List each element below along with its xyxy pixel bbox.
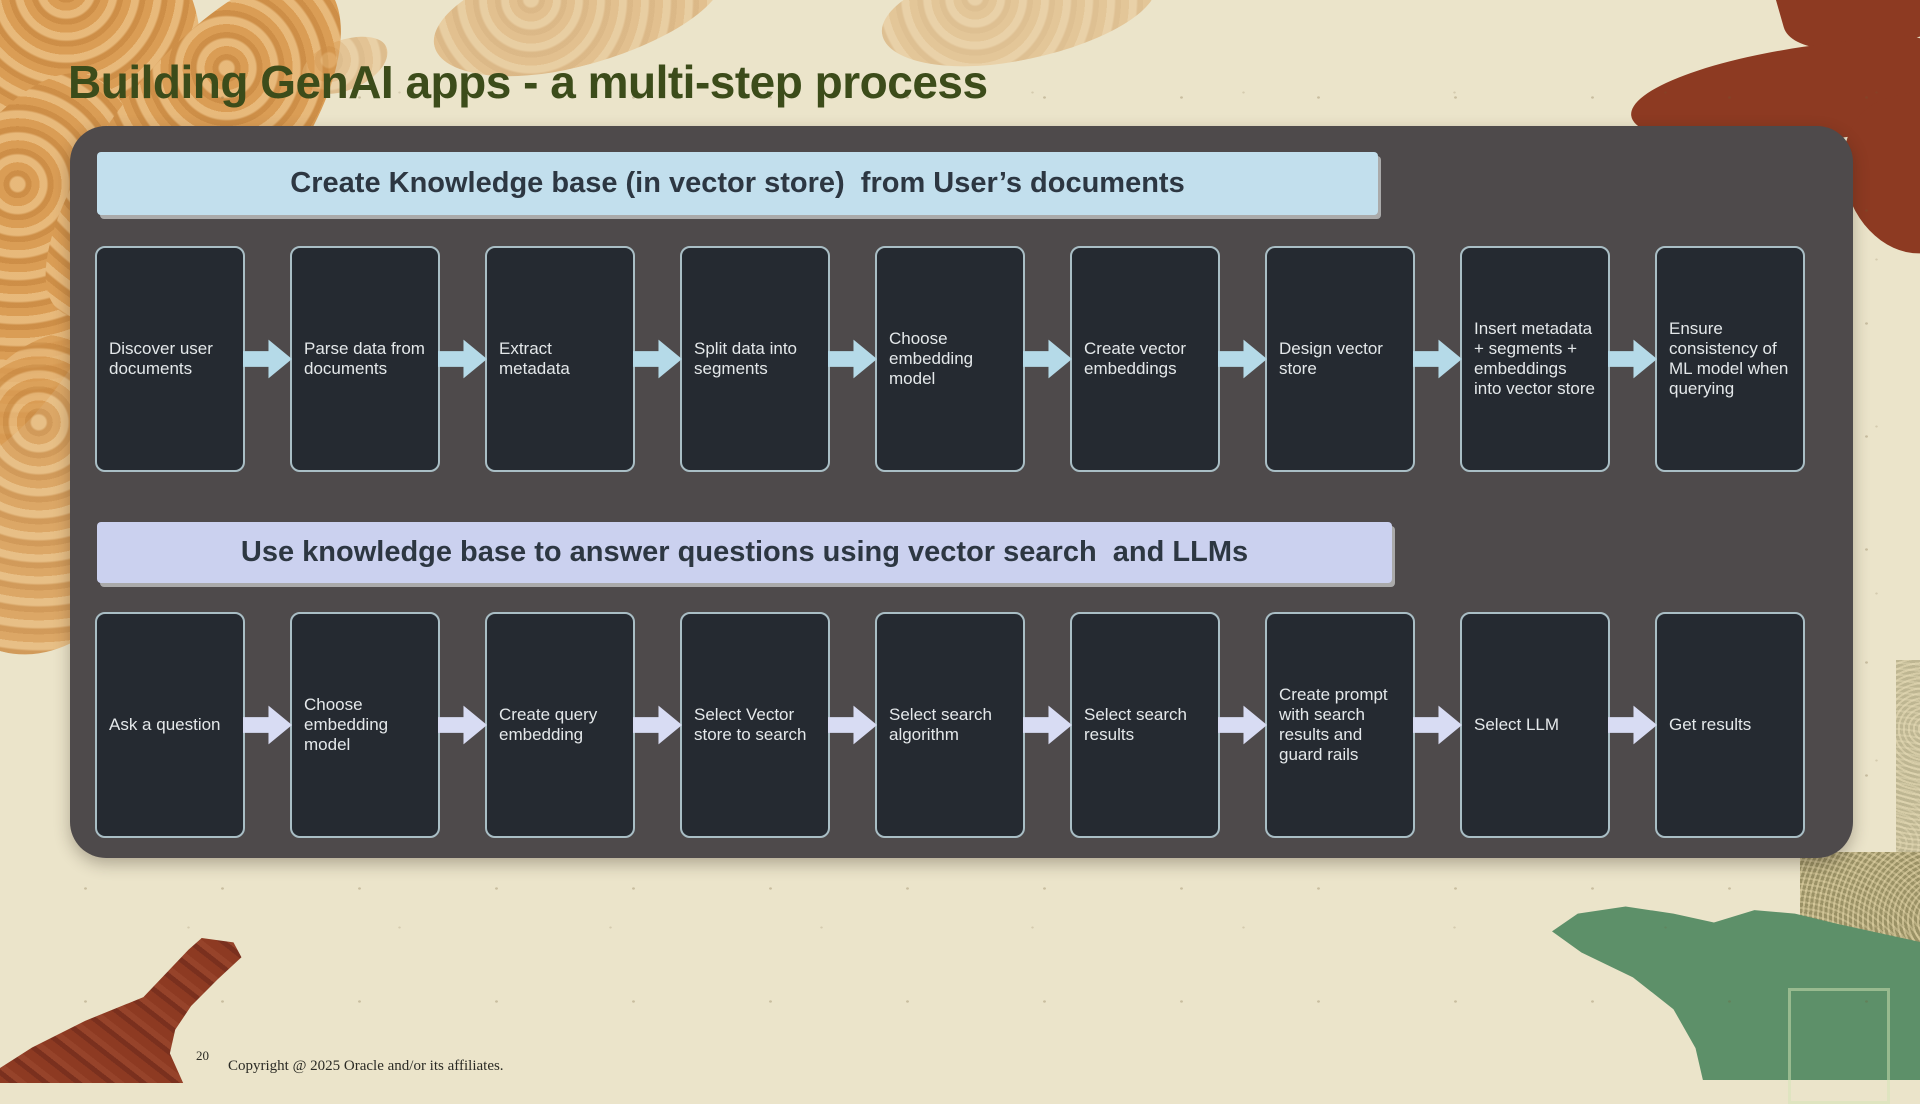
- step-label: Extract metadata: [499, 338, 570, 378]
- page-title: Building GenAI apps - a multi-step proce…: [68, 55, 988, 108]
- flow-arrow-icon: [243, 612, 292, 838]
- step-label: Select LLM: [1474, 714, 1560, 734]
- step-box: Create query embedding: [485, 612, 635, 838]
- flow-arrow-icon: [1023, 246, 1072, 472]
- bg-square-outline: [1788, 988, 1890, 1104]
- flow-row-use-knowledge-base: Ask a question Choose embedding model Crea…: [95, 612, 1805, 838]
- step-box: Choose embedding model: [290, 612, 440, 838]
- step-label: Create prompt with search results and gu…: [1279, 684, 1388, 765]
- banner-create-knowledge-base: Create Knowledge base (in vector store) …: [97, 152, 1378, 215]
- step-box: Insert metadata + segments + embeddings …: [1460, 246, 1610, 472]
- step-box: Discover user documents: [95, 246, 245, 472]
- step-label: Select Vector store to search: [694, 704, 807, 744]
- flow-arrow-icon: [1608, 612, 1657, 838]
- step-label: Choose embedding model: [889, 328, 974, 389]
- step-box: Select LLM: [1460, 612, 1610, 838]
- step-label: Split data into segments: [694, 338, 798, 378]
- step-box: Design vector store: [1265, 246, 1415, 472]
- flow-arrow-icon: [243, 246, 292, 472]
- flow-arrow-icon: [1023, 612, 1072, 838]
- flow-arrow-icon: [828, 612, 877, 838]
- step-label: Get results: [1669, 714, 1752, 734]
- flow-arrow-icon: [1218, 612, 1267, 838]
- flow-arrow-icon: [828, 246, 877, 472]
- process-panel: Create Knowledge base (in vector store) …: [70, 126, 1853, 858]
- step-label: Discover user documents: [109, 338, 213, 378]
- step-box: Split data into segments: [680, 246, 830, 472]
- bg-texture-strip: [1896, 660, 1920, 890]
- step-label: Design vector store: [1279, 338, 1383, 378]
- step-box: Create prompt with search results and gu…: [1265, 612, 1415, 838]
- step-box: Ask a question: [95, 612, 245, 838]
- copyright-text: Copyright @ 2025 Oracle and/or its affil…: [228, 1058, 504, 1074]
- step-label: Parse data from documents: [304, 338, 425, 378]
- flow-arrow-icon: [1413, 246, 1462, 472]
- flow-row-create-knowledge-base: Discover user documents Parse data from d…: [95, 246, 1805, 472]
- step-box: Get results: [1655, 612, 1805, 838]
- step-box: Select search algorithm: [875, 612, 1025, 838]
- banner-use-knowledge-base: Use knowledge base to answer questions u…: [97, 522, 1392, 583]
- step-label: Choose embedding model: [304, 694, 389, 755]
- flow-arrow-icon: [633, 246, 682, 472]
- step-label: Ensure consistency of ML model when quer…: [1669, 318, 1789, 399]
- step-label: Select search algorithm: [889, 704, 992, 744]
- step-label: Ask a question: [109, 714, 221, 734]
- page-number: 20: [196, 1048, 209, 1063]
- step-box: Create vector embeddings: [1070, 246, 1220, 472]
- step-box: Select Vector store to search: [680, 612, 830, 838]
- step-box: Choose embedding model: [875, 246, 1025, 472]
- step-box: Ensure consistency of ML model when quer…: [1655, 246, 1805, 472]
- step-label: Create query embedding: [499, 704, 598, 744]
- flow-arrow-icon: [1413, 612, 1462, 838]
- step-box: Parse data from documents: [290, 246, 440, 472]
- step-label: Insert metadata + segments + embeddings …: [1474, 318, 1595, 399]
- bg-maroon-brushstroke: [0, 937, 242, 1083]
- step-box: Extract metadata: [485, 246, 635, 472]
- step-box: Select search results: [1070, 612, 1220, 838]
- step-label: Create vector embeddings: [1084, 338, 1187, 378]
- flow-arrow-icon: [438, 612, 487, 838]
- flow-arrow-icon: [438, 246, 487, 472]
- flow-arrow-icon: [633, 612, 682, 838]
- flow-arrow-icon: [1218, 246, 1267, 472]
- flow-arrow-icon: [1608, 246, 1657, 472]
- step-label: Select search results: [1084, 704, 1187, 744]
